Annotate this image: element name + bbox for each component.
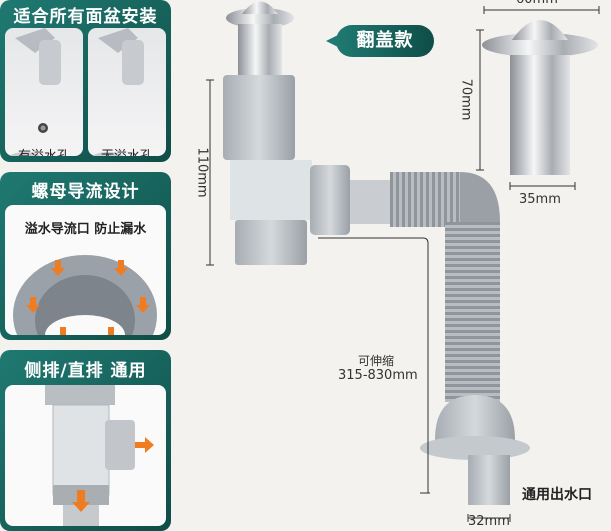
drain-kit-illustration bbox=[206, 1, 600, 522]
stopper-height-label: 70mm bbox=[458, 78, 474, 121]
faucet-icon bbox=[9, 28, 61, 156]
nut-subtitle: 溢水导流口 防止漏水 bbox=[24, 222, 147, 237]
faucet-icon bbox=[92, 28, 144, 156]
drain-title: 侧排/直排 通用 bbox=[24, 361, 147, 381]
stopper-thread-label: 35mm bbox=[519, 192, 561, 207]
flip-cap-tag: 翻盖款 bbox=[326, 25, 434, 57]
stopper-width-label: 60mm bbox=[516, 0, 558, 7]
body-height-label: 110mm bbox=[194, 147, 210, 198]
overflow-label: 有溢水孔 bbox=[5, 145, 83, 156]
down-arrow-icon bbox=[72, 490, 90, 512]
nut-ring-illustration bbox=[13, 255, 157, 335]
side-arrow-icon bbox=[135, 437, 154, 453]
drain-panel: 侧排/直排 通用 bbox=[0, 350, 171, 531]
nut-panel: 螺母导流设计 溢水导流口 防止漏水 bbox=[0, 172, 171, 340]
drain-image-area bbox=[5, 385, 166, 526]
tee-illustration bbox=[45, 385, 154, 526]
nut-title: 螺母导流设计 bbox=[31, 182, 140, 202]
install-title: 适合所有面盆安装 bbox=[13, 7, 158, 27]
outlet-size-label: 32mm bbox=[468, 514, 510, 529]
dimension-lines bbox=[206, 6, 600, 522]
hose-range-label: 315-830mm bbox=[338, 368, 418, 383]
overflow-hole-basin-image: 有溢水孔 bbox=[5, 28, 83, 156]
arrow-icons bbox=[26, 260, 150, 335]
outlet-label: 通用出水口 bbox=[522, 487, 592, 503]
install-panel: 适合所有面盆安装 有溢水孔 无溢水孔 bbox=[0, 0, 171, 162]
no-overflow-label: 无溢水孔 bbox=[88, 145, 166, 156]
nut-image-area: 溢水导流口 防止漏水 bbox=[5, 205, 166, 335]
no-overflow-basin-image: 无溢水孔 bbox=[88, 28, 166, 156]
hose-label: 可伸缩 bbox=[358, 354, 395, 368]
